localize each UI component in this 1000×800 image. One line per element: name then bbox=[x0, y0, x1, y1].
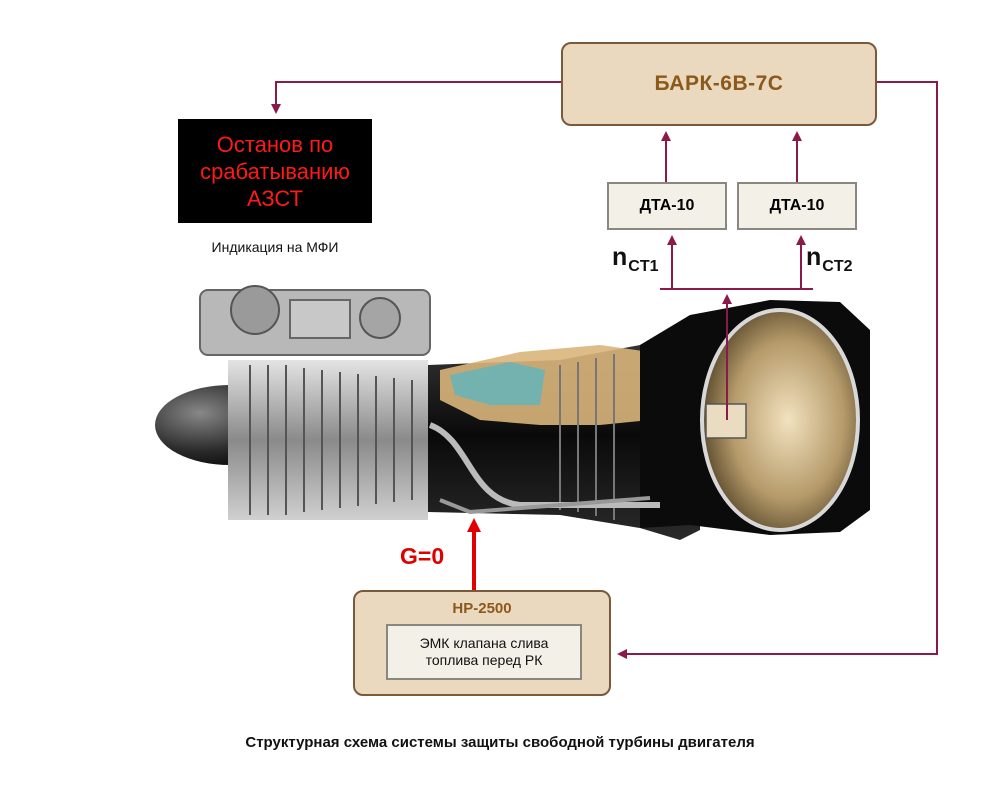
fuel-flow-label: G=0 bbox=[400, 543, 445, 569]
speed-signal-label-1: nCT1 bbox=[612, 243, 659, 275]
drain-valve-label: ЭМК клапана слива топлива перед РК bbox=[419, 635, 549, 668]
fuel-regulator-box: НР-2500 ЭМК клапана слива топлива перед … bbox=[353, 590, 611, 696]
signal-lines bbox=[271, 81, 938, 659]
exhaust-nozzle bbox=[700, 308, 860, 532]
accessory-unit bbox=[289, 299, 351, 339]
speed-symbol-1: n bbox=[612, 243, 628, 271]
engine-illustration bbox=[155, 285, 870, 540]
drain-valve-box: ЭМК клапана слива топлива перед РК bbox=[386, 624, 582, 680]
dta-sensor-box-1: ДТА-10 bbox=[607, 182, 727, 230]
compressor-stages bbox=[249, 365, 413, 515]
bark-controller-label: БАРК-6В-7С bbox=[654, 72, 784, 95]
fuel-regulator-title: НР-2500 bbox=[452, 600, 512, 617]
speed-signal-label-2: nCT2 bbox=[806, 243, 853, 275]
fuel-pipe bbox=[439, 496, 651, 515]
line-bark-to-indicator bbox=[271, 81, 561, 114]
engine-compressor bbox=[228, 360, 428, 520]
dta-sensor-label-2: ДТА-10 bbox=[769, 197, 825, 214]
line-bark-to-regulator bbox=[617, 81, 938, 659]
turbine-stages bbox=[559, 354, 615, 520]
figure-caption: Структурная схема системы защиты свободн… bbox=[245, 734, 755, 751]
shutdown-indicator: Останов по срабатыванию АЗСТ bbox=[178, 119, 372, 223]
speed-subscript-1: CT1 bbox=[628, 258, 659, 275]
accessory-unit bbox=[230, 285, 280, 335]
dta-sensor-box-2: ДТА-10 bbox=[737, 182, 857, 230]
fuel-pipe bbox=[428, 422, 660, 508]
bark-controller-box: БАРК-6В-7С bbox=[561, 42, 877, 126]
shutdown-indicator-text: Останов по срабатыванию АЗСТ bbox=[200, 131, 350, 211]
dta-sensor-label-1: ДТА-10 bbox=[639, 197, 695, 214]
speed-subscript-2: CT2 bbox=[822, 258, 853, 275]
indicator-caption: Индикация на МФИ bbox=[211, 239, 339, 255]
combustor-cutaway-inner bbox=[450, 362, 545, 405]
accessory-unit bbox=[359, 297, 401, 339]
speed-symbol-2: n bbox=[806, 243, 822, 271]
